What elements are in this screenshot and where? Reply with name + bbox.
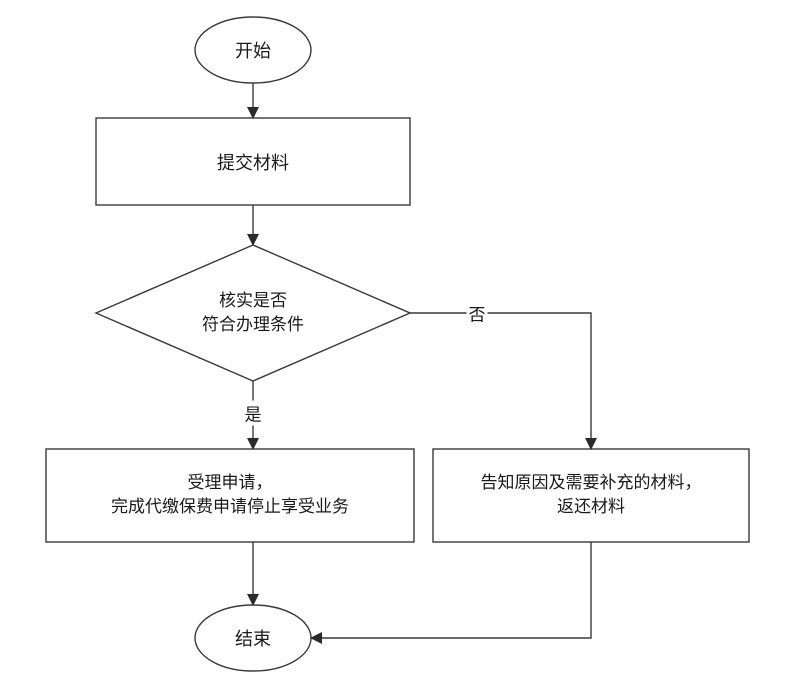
check-label-line1: 核实是否 xyxy=(219,291,287,311)
edge-label-no: 否 xyxy=(466,300,488,326)
submit-node xyxy=(95,117,411,206)
edge-reject-to-end xyxy=(310,542,592,644)
reject-label-line1: 告知原因及需要补充的材料， xyxy=(480,473,702,493)
accept-node xyxy=(45,448,415,543)
accept-label: 受理申请， 完成代缴保费申请停止享受业务 xyxy=(111,471,349,519)
check-label-line2: 符合办理条件 xyxy=(202,315,304,335)
edge-label-yes: 是 xyxy=(242,400,264,426)
reject-label-line2: 返还材料 xyxy=(557,497,625,517)
accept-label-line2: 完成代缴保费申请停止享受业务 xyxy=(111,497,349,517)
edge-check-to-reject xyxy=(410,312,597,450)
start-label: 开始 xyxy=(235,41,271,62)
end-label: 结束 xyxy=(235,629,271,650)
accept-label-line1: 受理申请， xyxy=(187,473,273,493)
reject-node xyxy=(432,448,750,543)
check-label: 核实是否 符合办理条件 xyxy=(202,289,304,337)
reject-label: 告知原因及需要补充的材料， 返还材料 xyxy=(481,471,702,519)
submit-label: 提交材料 xyxy=(217,153,289,174)
